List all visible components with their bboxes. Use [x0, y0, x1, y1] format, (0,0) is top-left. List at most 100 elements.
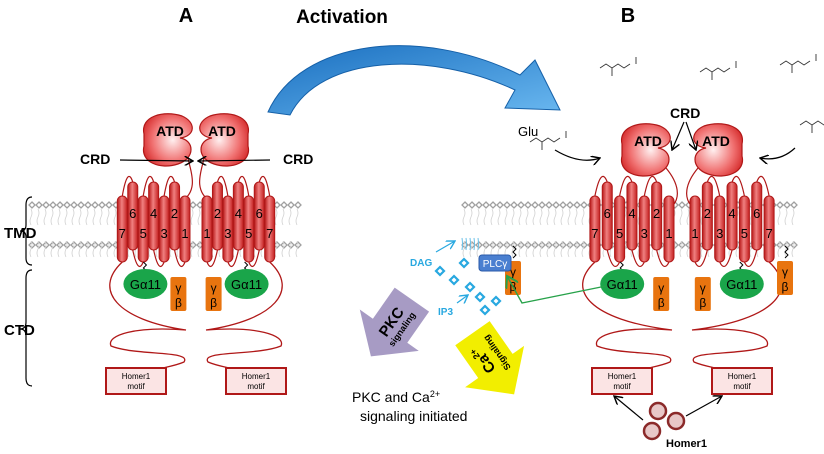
homer-motif-label: motif	[733, 382, 751, 391]
homer-motif-label: motif	[613, 382, 631, 391]
lipid-tail	[190, 208, 194, 226]
lipid-head	[35, 201, 43, 209]
lipid-tail	[71, 208, 75, 226]
lipid-head	[678, 201, 686, 209]
lipid-tail	[197, 240, 201, 258]
lipid-head	[42, 201, 50, 209]
helix-number: 3	[224, 226, 231, 241]
result-text-line1: PKC and Ca2+	[352, 389, 440, 405]
glutamate-molecule	[699, 61, 737, 80]
gamma-label: γ	[211, 281, 217, 295]
gamma-label: γ	[510, 265, 516, 279]
homer-motif-label: motif	[127, 382, 145, 391]
helix-number: 1	[181, 226, 188, 241]
lipid-tail	[560, 208, 564, 226]
g-beta-gamma-right	[694, 277, 711, 311]
lipid-tail	[469, 208, 473, 226]
panel-label-a: A	[179, 5, 193, 27]
lipid-tail	[106, 240, 110, 258]
beta-label: β	[175, 296, 182, 310]
lipid-head	[287, 201, 295, 209]
helix-number: 7	[119, 226, 126, 241]
glutamate-molecule	[779, 54, 817, 73]
lipid-head	[510, 201, 518, 209]
lipid-tail	[190, 240, 194, 258]
helix-number: 7	[591, 226, 598, 241]
activation-arrow	[267, 45, 561, 116]
homer-motif-label: Homer1	[608, 372, 637, 381]
helix-number: 6	[604, 206, 611, 221]
ip3-molecule	[490, 295, 502, 307]
gamma-label: γ	[782, 265, 788, 279]
ctd-label: CTD	[4, 322, 35, 339]
free-g-beta-gamma-right	[777, 261, 793, 295]
lipid-head	[538, 201, 546, 209]
lipid-tail	[85, 240, 89, 258]
beta-label: β	[210, 296, 217, 310]
glu-binding-arrow-left	[554, 149, 600, 160]
homer1-proteins	[642, 401, 686, 441]
activation-label: Activation	[296, 7, 388, 28]
homer1-arrow-left	[614, 396, 644, 421]
lipid-head	[559, 201, 567, 209]
lipid-tail	[567, 240, 571, 258]
lipid-tail	[36, 208, 40, 226]
lipid-head	[580, 201, 588, 209]
plc-label: PLCγ	[483, 259, 507, 270]
intracellular-loop	[719, 249, 733, 268]
glutamate-molecule	[599, 57, 637, 76]
lipid-head	[573, 201, 581, 209]
dag-arrow	[435, 241, 455, 253]
helix-number: 5	[245, 226, 252, 241]
extracellular-loop	[163, 175, 176, 197]
lipid-tail	[288, 240, 292, 258]
lipid-tail	[686, 240, 690, 258]
lipid-tail	[553, 208, 557, 226]
lipid-tail	[36, 240, 40, 258]
lipid-tail	[99, 208, 103, 226]
tmd-brace	[19, 196, 33, 266]
lipid-head	[98, 201, 106, 209]
lipid-anchor	[784, 245, 789, 259]
beta-label: β	[699, 296, 706, 310]
lipid-tail	[511, 208, 515, 226]
lipid-head	[566, 201, 574, 209]
lipid-tail	[735, 240, 739, 258]
c-terminal-tail	[109, 261, 187, 381]
crd-arrow-right	[198, 160, 271, 161]
helix-number: 2	[171, 206, 178, 221]
g-alpha-11-left	[600, 269, 645, 299]
helix-number: 2	[653, 206, 660, 221]
extracellular-loop	[619, 175, 633, 197]
tmd-label: TMD	[4, 225, 37, 242]
beta-label: β	[658, 296, 665, 310]
lipid-tail	[532, 208, 536, 226]
lipid-tail	[777, 208, 781, 226]
lipid-tail	[497, 208, 501, 226]
lipid-head	[77, 201, 85, 209]
g-alpha-11-left	[123, 269, 168, 299]
lipid-tail	[553, 240, 557, 258]
g-alpha-label: Gα11	[231, 277, 262, 292]
ip3-arrow	[456, 295, 468, 303]
homer1-motif-left	[105, 367, 167, 395]
lipid-tail	[29, 208, 33, 226]
lipid-tail	[295, 240, 299, 258]
glutamate-molecule	[529, 131, 567, 150]
lipid-tail	[57, 240, 61, 258]
lipid-head	[531, 201, 539, 209]
homer-motif-label: Homer1	[242, 372, 271, 381]
lipid-tail	[532, 240, 536, 258]
helix-number: 1	[665, 226, 672, 241]
lipid-tail	[43, 208, 47, 226]
g-beta-gamma-right	[205, 277, 222, 311]
lipid-tail	[29, 240, 33, 258]
helix-number: 2	[704, 206, 711, 221]
lipid-head	[776, 201, 784, 209]
lipid-tail	[99, 240, 103, 258]
ctd-brace	[19, 269, 33, 387]
lipid-tail	[574, 240, 578, 258]
lipid-head	[503, 201, 511, 209]
lipid-head	[545, 201, 553, 209]
